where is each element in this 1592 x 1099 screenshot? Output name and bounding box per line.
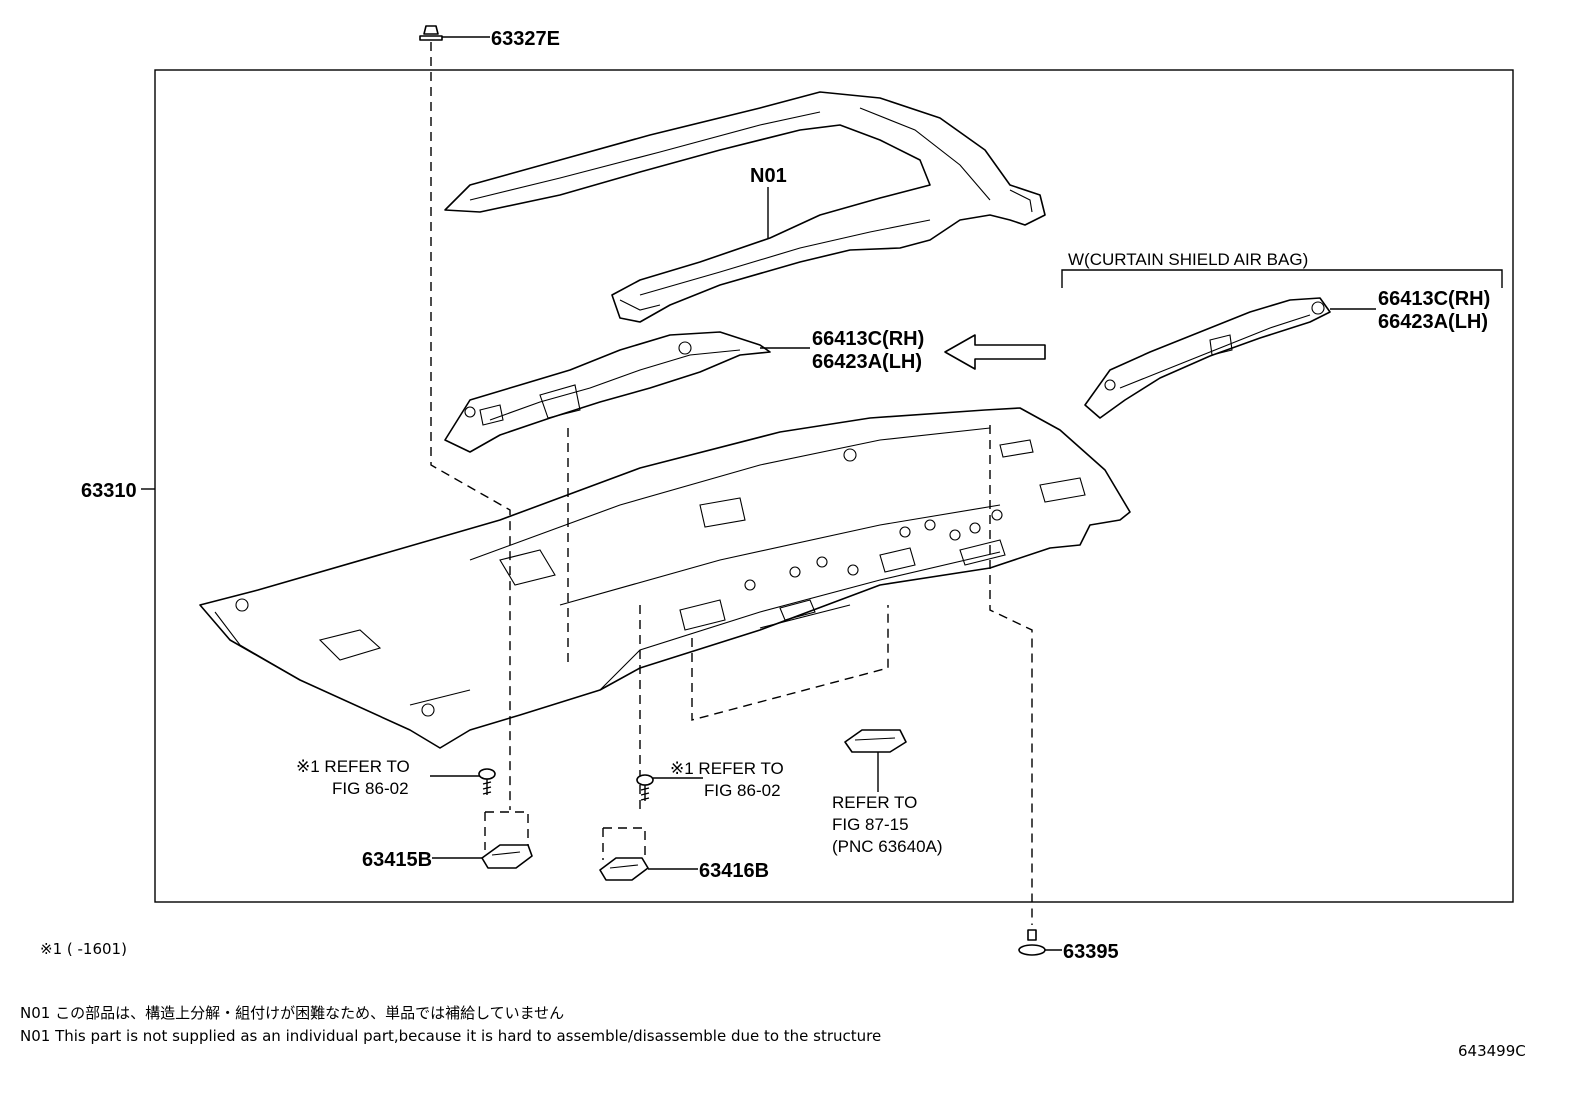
label-63395: 63395 [1063, 941, 1119, 963]
screw-right-part[interactable] [636, 774, 654, 801]
label-63416b: 63416B [699, 860, 769, 882]
leader-lines [141, 36, 1376, 951]
label-66423a-left: 66423A(LH) [812, 351, 922, 373]
label-refer-87-15-3[interactable]: (PNC 63640A) [832, 837, 943, 856]
label-refer-86-02-right-2[interactable]: FIG 86-02 [704, 781, 781, 800]
label-refer-86-02-right-1[interactable]: ※1 REFER TO [670, 759, 784, 778]
curtain-bracket-right-part[interactable] [1084, 297, 1331, 419]
guide-lines [430, 42, 1033, 925]
holder-63415b-part[interactable] [481, 844, 533, 869]
clip-63395-part[interactable] [1018, 929, 1046, 956]
curtain-bracket-left-part[interactable] [444, 331, 771, 453]
label-63310: 63310 [81, 480, 137, 502]
label-63327e: 63327E [491, 28, 560, 50]
label-66413c-right: 66413C(RH) [1378, 288, 1490, 310]
roof-headlining-part[interactable] [199, 407, 1131, 749]
diagram-code: 643499C [1458, 1042, 1526, 1060]
label-63415b: 63415B [362, 849, 432, 871]
label-66413c-left: 66413C(RH) [812, 328, 924, 350]
label-condition-curtain-airbag: W(CURTAIN SHIELD AIR BAG) [1068, 250, 1308, 269]
footnote-1601: ※1 ( -1601) [40, 940, 127, 958]
condition-bracket [1061, 269, 1503, 288]
variant-arrow [944, 334, 1046, 370]
map-lamp-part[interactable] [844, 729, 907, 753]
label-refer-87-15-1[interactable]: REFER TO [832, 793, 917, 812]
holder-63416b-part[interactable] [599, 857, 649, 881]
screw-left-part[interactable] [478, 768, 496, 795]
label-n01: N01 [750, 165, 787, 187]
clip-63327e-part[interactable] [419, 25, 443, 41]
note-n01-japanese: N01 この部品は、構造上分解・組付けが困難なため、単品では補給していません [20, 1004, 564, 1022]
assembly-frame [154, 69, 1514, 903]
n01-roof-rail-part[interactable] [444, 91, 1046, 323]
label-refer-87-15-2[interactable]: FIG 87-15 [832, 815, 909, 834]
label-refer-86-02-left-1[interactable]: ※1 REFER TO [296, 757, 410, 776]
note-n01-english: N01 This part is not supplied as an indi… [20, 1027, 881, 1045]
label-66423a-right: 66423A(LH) [1378, 311, 1488, 333]
label-refer-86-02-left-2[interactable]: FIG 86-02 [332, 779, 409, 798]
